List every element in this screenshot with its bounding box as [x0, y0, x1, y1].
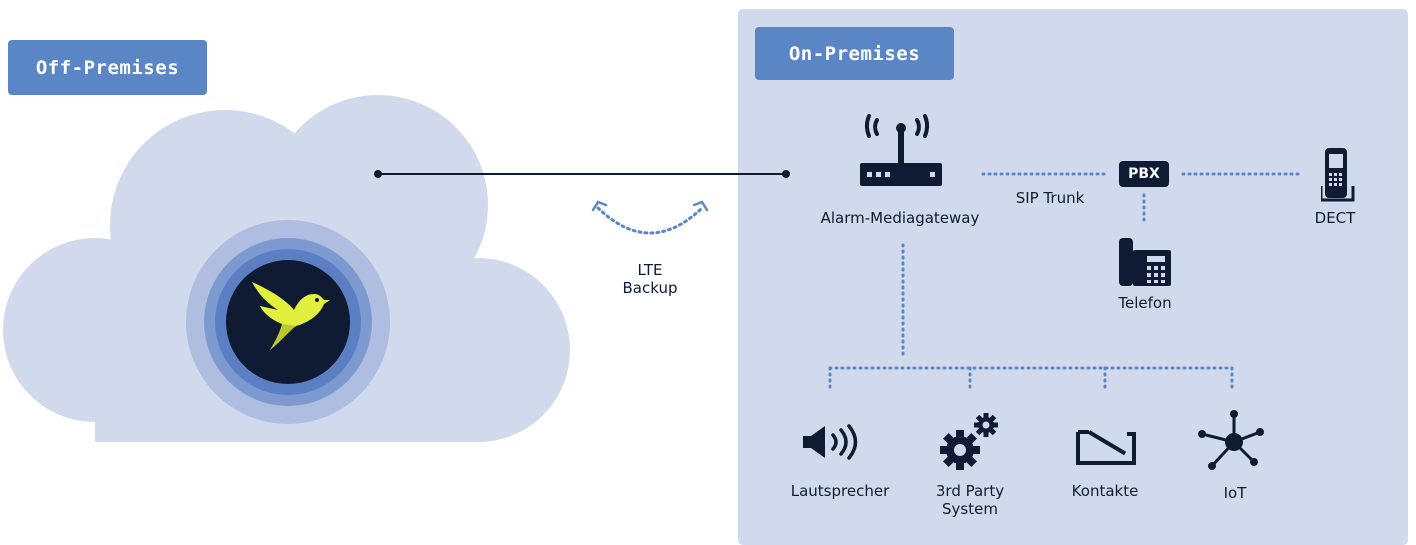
telefon-label: Telefon — [1118, 294, 1172, 312]
sip-trunk-label: SIP Trunk — [1015, 189, 1085, 207]
iot-label: IoT — [1223, 484, 1247, 502]
gears-icon — [940, 413, 998, 470]
lte-backup-label: LTE Backup — [622, 261, 678, 297]
gateway-label: Alarm-Mediagateway — [820, 209, 980, 227]
on-premises-label: On-Premises — [788, 42, 921, 65]
lautsprecher-label: Lautsprecher — [790, 482, 890, 500]
off-premises-label: Off-Premises — [35, 56, 180, 79]
iot-hub-icon — [1198, 410, 1264, 470]
lte-backup-arc-icon — [591, 200, 709, 235]
dect-label: DECT — [1314, 209, 1356, 227]
bird-logo-icon — [252, 282, 330, 350]
pbx-label: PBX — [1128, 166, 1160, 182]
on-premises-tag: On-Premises — [755, 27, 954, 80]
speaker-icon — [803, 424, 858, 460]
third-party-label: 3rd Party System — [935, 482, 1005, 518]
pbx-box: PBX — [1119, 161, 1169, 187]
kontakte-label: Kontakte — [1071, 482, 1139, 500]
contact-switch-icon — [1076, 430, 1136, 465]
desk-phone-icon — [1119, 238, 1171, 286]
off-premises-tag: Off-Premises — [8, 40, 207, 95]
dect-phone-icon — [1321, 148, 1355, 202]
router-icon — [860, 114, 942, 186]
logo-rings — [186, 220, 390, 424]
